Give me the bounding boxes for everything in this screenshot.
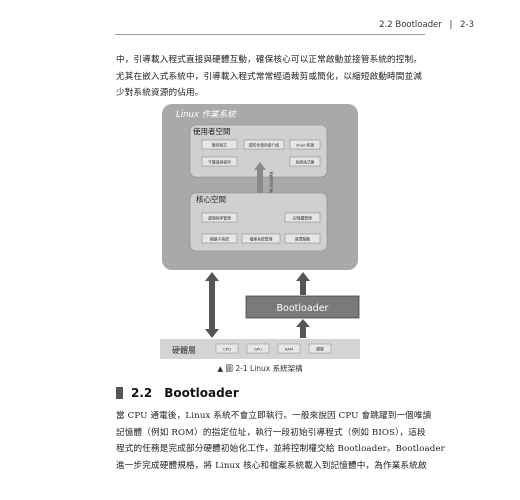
intro-line: 尤其在嵌入式系統中，引導載入程式常常經過裁剪或簡化，以縮短啟動時間並減 <box>116 71 423 82</box>
user-item-shell: Shell 終端 <box>296 143 314 148</box>
kernel-item-network: 網路子系統 <box>210 237 229 242</box>
section-title: Bootloader <box>164 386 239 400</box>
user-item-box <box>243 139 285 150</box>
user-space-title: 使用者空間 <box>193 126 231 136</box>
intro-line: 少對系統資源的佔用。 <box>116 88 204 98</box>
running-header: 2.2 Bootloader | 2-3 <box>379 20 474 30</box>
body-line: 記憶體（例如 ROM）的指定位址，執行一段初始引導程式（例如 BIOS），這段 <box>116 427 426 438</box>
user-item-box <box>201 139 238 150</box>
kernel-item-memory-mgmt: 記憶體管理 <box>293 216 312 221</box>
hardware-item-gpu: GPU <box>254 347 262 352</box>
hardware-to-bootloader-arrow <box>296 319 310 338</box>
header-section: 2.2 Bootloader <box>379 20 442 30</box>
user-item-applications: 應用程式 <box>212 143 227 148</box>
os-title: Linux 作業系統 <box>176 109 237 120</box>
kernel-item-box <box>284 212 321 223</box>
kernel-space-title: 核心空間 <box>196 194 226 204</box>
hardware-title: 硬體層 <box>172 345 196 355</box>
user-item-daemons: 守護進程程序 <box>208 160 231 165</box>
kernel-item-box <box>241 233 281 244</box>
bootloader-label: Bootloader <box>277 303 329 314</box>
hardware-item-box <box>215 343 239 354</box>
user-item-libraries: 系統函式庫 <box>296 160 315 165</box>
user-item-gui: 圖形化使用者介面 <box>249 143 280 148</box>
body-line: 當 CPU 通電後，Linux 系統不會立即執行。一般來說因 CPU 會跳躍到一… <box>116 411 432 421</box>
bootloader-to-os-arrow <box>296 272 310 295</box>
user-item-box <box>289 139 321 150</box>
intro-paragraph: 中，引導載入程式直接與硬體互動，確保核心可以正常啟動並接管系統的控制。 尤其在嵌… <box>116 52 434 102</box>
kernel-item-filesystem: 檔案系統管理 <box>250 237 273 242</box>
hardware-item-disk: 硬碟 <box>316 347 324 352</box>
kernel-item-process-mgmt: 處理程序管理 <box>208 216 231 221</box>
section-number: 2.2 <box>131 386 153 400</box>
kernel-item-box <box>201 212 238 223</box>
user-item-box <box>201 156 238 167</box>
body-line: 程式的任務是完成部分硬體初始化工作，並將控制權交給 Bootloader。Boo… <box>116 444 445 454</box>
section-marker <box>116 387 123 399</box>
bootloader-box <box>245 295 360 319</box>
hardware-item-cpu: CPU <box>223 347 231 352</box>
body-line: 進一步完成硬體規格，將 Linux 核心和檔案系統載入到記憶體中，為作業系統啟 <box>116 460 427 471</box>
kernel-item-box <box>284 233 321 244</box>
header-rule <box>115 34 425 35</box>
kernel-item-drivers: 裝置驅動 <box>295 237 310 242</box>
user-item-box <box>289 156 321 167</box>
header-page-number: 2-3 <box>460 20 474 30</box>
os-hardware-arrow <box>205 272 219 338</box>
hardware-item-box <box>308 343 332 354</box>
body-paragraph: 當 CPU 通電後，Linux 系統不會立即執行。一般來說因 CPU 會跳躍到一… <box>116 408 445 474</box>
syscall-label: 系統呼叫介面 <box>269 171 274 193</box>
hardware-item-box <box>246 343 270 354</box>
hardware-item-box <box>277 343 301 354</box>
intro-line: 中，引導載入程式直接與硬體互動，確保核心可以正常啟動並接管系統的控制。 <box>116 55 423 65</box>
kernel-item-box <box>201 233 238 244</box>
hardware-item-ram: RAM <box>285 347 293 352</box>
figure-caption: ▲ 圖 2-1 Linux 系統架構 <box>217 364 303 373</box>
section-heading: 2.2 Bootloader <box>116 386 239 400</box>
